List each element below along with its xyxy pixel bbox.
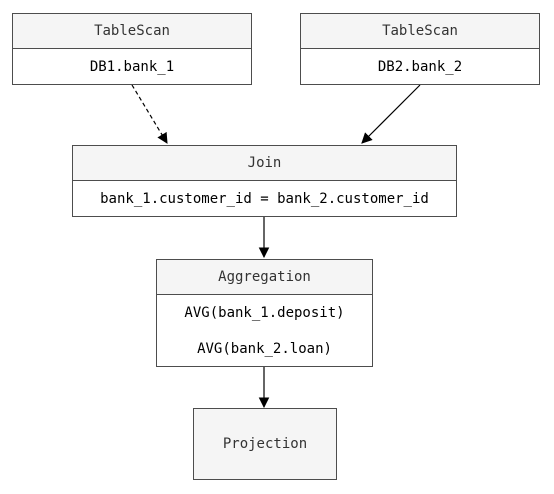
- node-tablescan-db2[interactable]: TableScan DB2.bank_2: [300, 13, 540, 85]
- join-condition: bank_1.customer_id = bank_2.customer_id: [100, 190, 429, 207]
- node-title: Join: [73, 146, 456, 181]
- node-tablescan-db1[interactable]: TableScan DB1.bank_1: [12, 13, 252, 85]
- aggregation-functions: AVG(bank_1.deposit) AVG(bank_2.loan): [157, 295, 372, 366]
- node-title: TableScan: [301, 14, 539, 49]
- edge-scan1-to-join: [131, 84, 168, 144]
- node-aggregation[interactable]: Aggregation AVG(bank_1.deposit) AVG(bank…: [156, 259, 373, 367]
- node-projection[interactable]: Projection: [193, 408, 337, 480]
- node-join[interactable]: Join bank_1.customer_id = bank_2.custome…: [72, 145, 457, 217]
- node-table-name: DB1.bank_1: [89, 58, 175, 75]
- node-title: TableScan: [13, 14, 251, 49]
- node-title: Projection: [222, 436, 308, 452]
- node-title: Aggregation: [157, 260, 372, 295]
- aggregate-expression: AVG(bank_1.deposit): [184, 304, 345, 321]
- aggregate-expression: AVG(bank_2.loan): [197, 340, 332, 357]
- node-table-name: DB2.bank_2: [377, 58, 463, 75]
- edge-scan2-to-join: [361, 84, 421, 144]
